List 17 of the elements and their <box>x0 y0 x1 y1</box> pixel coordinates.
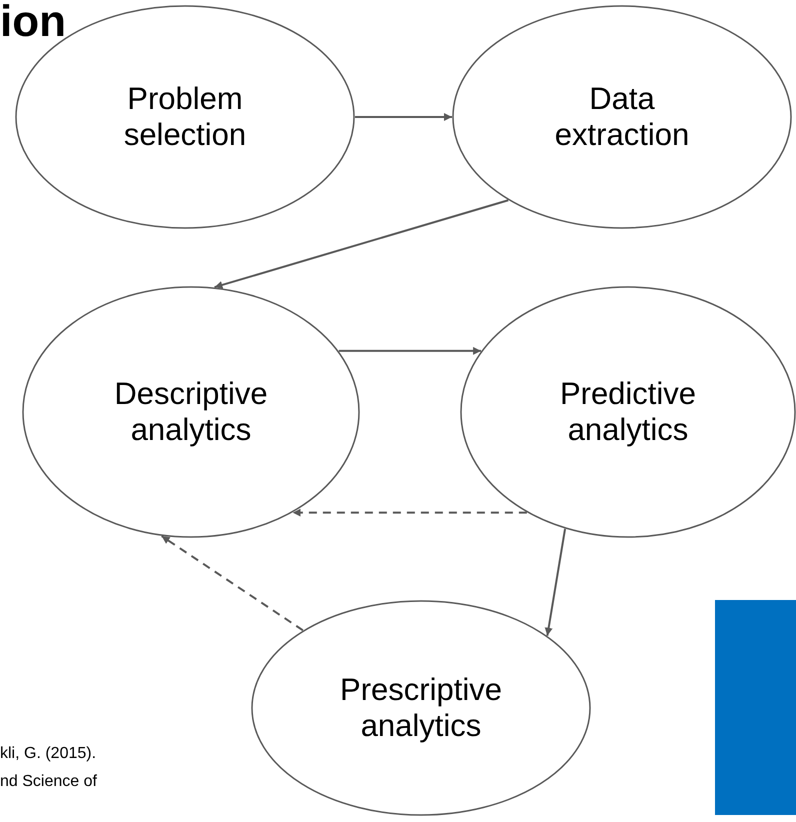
node-label: Predictive analytics <box>558 376 698 448</box>
process-ellipse <box>251 600 591 816</box>
process-ellipse <box>452 5 792 229</box>
process-ellipse <box>460 286 796 538</box>
arrow <box>355 113 452 121</box>
process-ellipse <box>22 286 360 538</box>
node-label: Prescriptive analytics <box>339 672 503 744</box>
node-label: Problem selection <box>122 81 248 153</box>
node-label: Data extraction <box>554 81 690 153</box>
node-label: Descriptive analytics <box>113 376 269 448</box>
arrow <box>161 535 304 632</box>
title: ion <box>0 0 66 44</box>
citation-text: kli, G. (2015). nd Science of <box>0 744 98 792</box>
arrow <box>338 346 482 355</box>
arrow <box>214 199 509 289</box>
arrow <box>292 508 527 517</box>
arrow <box>544 528 566 636</box>
